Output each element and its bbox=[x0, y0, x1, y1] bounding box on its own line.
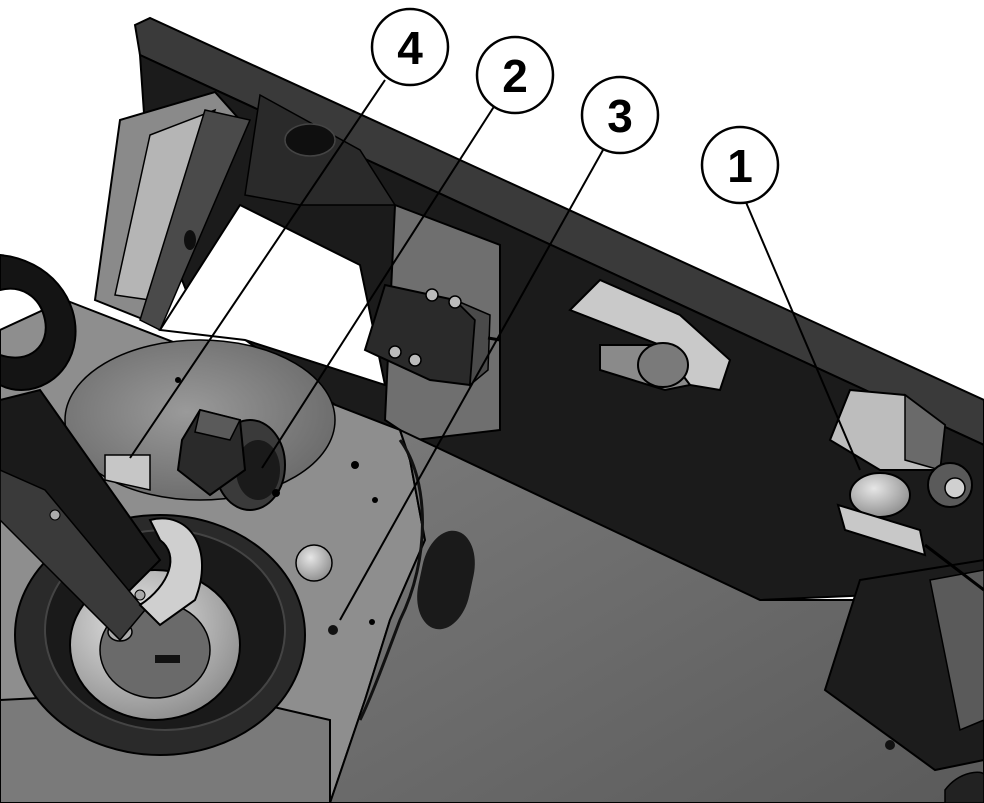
callout-3: 3 bbox=[580, 75, 660, 155]
oval-slot bbox=[417, 530, 475, 630]
leader-line-4 bbox=[129, 79, 386, 459]
bolt-head bbox=[448, 295, 462, 309]
connector-block bbox=[363, 283, 501, 387]
switch-assembly bbox=[828, 388, 984, 592]
callout-circle bbox=[475, 35, 555, 115]
tiller-handle bbox=[0, 253, 204, 642]
callout-label-3: 3 bbox=[607, 90, 633, 142]
cam-latch bbox=[568, 278, 732, 392]
leader-line-3 bbox=[339, 149, 604, 621]
callout-circle bbox=[580, 75, 660, 155]
callout-label-1: 1 bbox=[727, 140, 753, 192]
leader-line-1 bbox=[744, 199, 861, 471]
leader-line-2 bbox=[261, 104, 496, 469]
bolt-head bbox=[425, 288, 439, 302]
left-bracket bbox=[93, 90, 397, 387]
callout-label-4: 4 bbox=[397, 22, 423, 74]
callout-2: 2 bbox=[475, 35, 555, 115]
bolt-head bbox=[388, 345, 402, 359]
callout-circle bbox=[370, 7, 450, 87]
bolt-head bbox=[408, 353, 422, 367]
leader-lines bbox=[129, 79, 861, 621]
callout-1: 1 bbox=[700, 125, 780, 205]
callout-4: 4 bbox=[370, 7, 450, 87]
callout-circle bbox=[700, 125, 780, 205]
right-lower-block bbox=[823, 558, 984, 803]
knob bbox=[295, 544, 333, 582]
callout-label-2: 2 bbox=[502, 50, 528, 102]
